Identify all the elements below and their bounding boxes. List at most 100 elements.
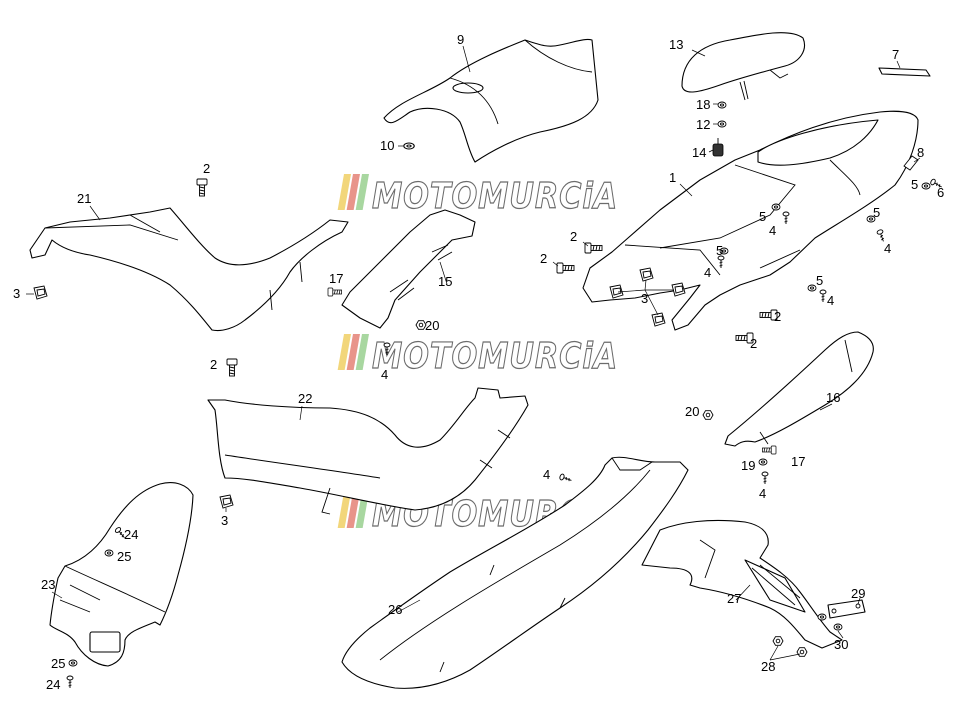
washer-icon — [717, 101, 727, 109]
washer-icon — [104, 549, 114, 557]
callout-26: 26 — [388, 602, 402, 617]
watermark-stripe-red — [346, 334, 360, 370]
callout-5: 5 — [759, 209, 766, 224]
callout-18: 18 — [696, 97, 710, 112]
callout-24: 24 — [124, 527, 138, 542]
callout-13: 13 — [669, 37, 683, 52]
bolt-icon — [762, 445, 777, 455]
callout-5: 5 — [716, 243, 723, 258]
callout-27: 27 — [727, 591, 741, 606]
callout-9: 9 — [457, 32, 464, 47]
callout-5: 5 — [873, 205, 880, 220]
washer-icon — [771, 203, 781, 211]
washer-icon — [807, 284, 817, 292]
watermark-logo: MOTOMURCiA — [372, 176, 618, 217]
washer-icon — [403, 142, 415, 150]
washer-icon — [817, 613, 827, 621]
callout-7: 7 — [892, 47, 899, 62]
callout-3: 3 — [13, 286, 20, 301]
nut-icon — [796, 647, 808, 657]
watermark-stripe-yellow — [337, 174, 351, 210]
clip-icon — [651, 312, 666, 327]
callout-30: 30 — [834, 637, 848, 652]
part-15-bracket — [341, 209, 476, 329]
part-29-bracket — [827, 599, 866, 619]
callout-23: 23 — [41, 577, 55, 592]
screw-icon — [66, 675, 74, 689]
callout-20: 20 — [425, 318, 439, 333]
callout-29: 29 — [851, 586, 865, 601]
part-1-tail-section — [582, 110, 919, 331]
callout-3: 3 — [221, 513, 228, 528]
callout-4: 4 — [884, 241, 891, 256]
callout-15: 15 — [438, 274, 452, 289]
part-21-left-side-panel — [29, 207, 349, 332]
screw-icon — [558, 473, 573, 484]
bolt-icon — [327, 287, 342, 297]
watermark-stripe-red — [346, 492, 360, 528]
callout-14: 14 — [692, 145, 706, 160]
leader-lines — [26, 45, 921, 661]
watermark-stripe-yellow — [337, 492, 351, 528]
watermark-top: MOTOMURCiA — [337, 174, 618, 218]
callout-4: 4 — [769, 223, 776, 238]
callout-17: 17 — [329, 271, 343, 286]
screw-icon — [761, 471, 769, 485]
callout-25: 25 — [51, 656, 65, 671]
part-13-seat — [681, 32, 805, 101]
watermark-stripe-green — [355, 174, 369, 210]
watermark-stripe-yellow — [337, 334, 351, 370]
part-22-middle-panel — [207, 387, 529, 515]
part-16-side-cover — [724, 331, 874, 447]
bolt-icon — [226, 358, 238, 377]
callout-2: 2 — [750, 336, 757, 351]
clip-icon — [33, 285, 48, 300]
washer-icon — [68, 659, 78, 667]
watermark-stripe-green — [355, 334, 369, 370]
clip-icon — [903, 155, 919, 171]
callout-12: 12 — [696, 117, 710, 132]
washer-icon — [717, 120, 727, 128]
bolt-icon — [584, 242, 603, 254]
part-9-tank-cover — [383, 38, 599, 163]
callout-4: 4 — [704, 265, 711, 280]
callout-3: 3 — [641, 291, 648, 306]
washer-icon — [921, 182, 931, 190]
callout-2: 2 — [774, 309, 781, 324]
bolt-icon — [556, 262, 575, 274]
nut-icon — [772, 636, 784, 646]
washer-icon — [758, 458, 768, 466]
callout-16: 16 — [826, 390, 840, 405]
callout-25: 25 — [117, 549, 131, 564]
callout-2: 2 — [540, 251, 547, 266]
clip-icon — [219, 494, 234, 509]
callout-10: 10 — [380, 138, 394, 153]
callout-2: 2 — [210, 357, 217, 372]
screw-icon — [819, 289, 827, 303]
callout-28: 28 — [761, 659, 775, 674]
callout-4: 4 — [381, 367, 388, 382]
callout-1: 1 — [669, 170, 676, 185]
watermark-stripe-red — [346, 174, 360, 210]
knob-icon — [712, 138, 724, 157]
hardware — [33, 101, 944, 689]
callout-4: 4 — [759, 486, 766, 501]
callout-21: 21 — [77, 191, 91, 206]
callout-labels: 9 13 7 18 12 10 14 8 2 1 5 6 21 5 5 4 2 … — [13, 32, 944, 692]
callout-4: 4 — [827, 293, 834, 308]
watermark-middle: MOTOMURCiA — [337, 334, 618, 378]
callout-20: 20 — [685, 404, 699, 419]
clip-icon — [671, 282, 686, 297]
callout-24: 24 — [46, 677, 60, 692]
callout-22: 22 — [298, 391, 312, 406]
washer-icon — [833, 623, 843, 631]
callout-5: 5 — [911, 177, 918, 192]
part-7-sticker — [878, 67, 931, 77]
callout-2: 2 — [203, 161, 210, 176]
part-27-license-plate-holder — [641, 519, 843, 649]
callout-17: 17 — [791, 454, 805, 469]
callout-5: 5 — [816, 273, 823, 288]
callout-8: 8 — [917, 145, 924, 160]
watermark-logo: MOTOMURCiA — [372, 336, 618, 377]
